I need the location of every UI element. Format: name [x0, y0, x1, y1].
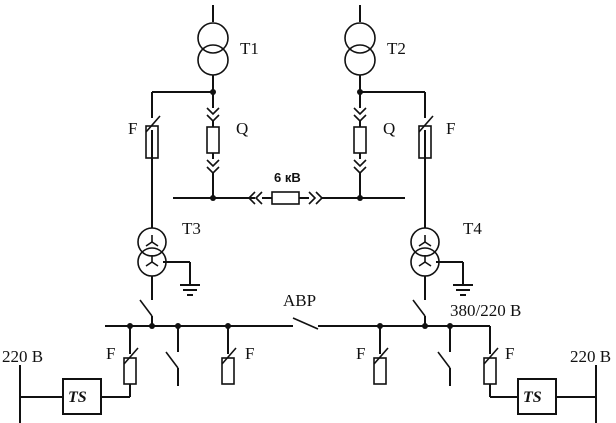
label-q-left: Q [236, 119, 248, 138]
label-avr: АВР [283, 291, 316, 310]
feeder-fuse-4 [373, 326, 389, 385]
label-bus-380: 380/220 В [450, 301, 521, 320]
bus-380v [105, 299, 460, 330]
label-t4: T4 [463, 219, 482, 238]
feeder-left-ts [115, 326, 139, 398]
label-t1: T1 [240, 39, 259, 58]
left-upper-branch [145, 89, 220, 228]
feeder-right-ts [460, 325, 518, 398]
ts-left-block [19, 365, 115, 423]
label-f-upper-right: F [446, 119, 455, 138]
feeder-fuse-3 [221, 326, 237, 385]
label-f-upper-left: F [128, 119, 137, 138]
label-f-low-1: F [106, 344, 115, 363]
label-bus-6kv: 6 кВ [274, 170, 301, 185]
feeder-switch-right [437, 326, 451, 386]
label-ts-right: TS [523, 389, 542, 406]
bus-6kv [173, 191, 405, 205]
transformer-t2 [344, 5, 376, 92]
label-t3: T3 [182, 219, 201, 238]
label-220v-right: 220 В [570, 347, 611, 366]
label-ts-left: TS [68, 389, 87, 406]
transformer-t4 [410, 227, 473, 300]
right-upper-branch [353, 89, 434, 228]
label-t2: T2 [387, 39, 406, 58]
label-f-low-4: F [505, 344, 514, 363]
transformer-t3 [137, 227, 200, 300]
label-f-low-3: F [356, 344, 365, 363]
label-q-right: Q [383, 119, 395, 138]
label-f-low-2: F [245, 344, 254, 363]
label-220v-left: 220 В [2, 347, 43, 366]
feeder-switch-left [165, 326, 179, 386]
ts-right-block [517, 365, 597, 423]
transformer-t1 [197, 5, 229, 92]
